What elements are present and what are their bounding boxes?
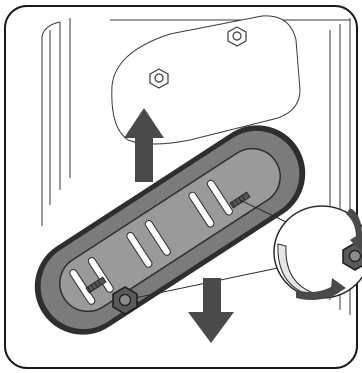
bracket-inner-opening [59, 147, 281, 313]
slot [69, 269, 96, 305]
arrow-up-icon [124, 108, 164, 182]
plate-bolt-upper [227, 26, 247, 47]
nut-detail [273, 205, 362, 300]
bracket-slots [69, 179, 233, 305]
hex-nut-icon [112, 286, 138, 315]
slot [206, 179, 233, 216]
mounting-plate [111, 15, 301, 145]
slot [144, 220, 171, 256]
slot [126, 232, 153, 268]
hex-nut-icon [342, 242, 362, 271]
rotate-clockwise-icon [296, 208, 362, 300]
slot [87, 257, 114, 293]
plate-bolt-lower [149, 68, 169, 89]
slot [188, 191, 215, 228]
arrow-down-icon [188, 278, 234, 343]
stud-left [85, 276, 107, 294]
